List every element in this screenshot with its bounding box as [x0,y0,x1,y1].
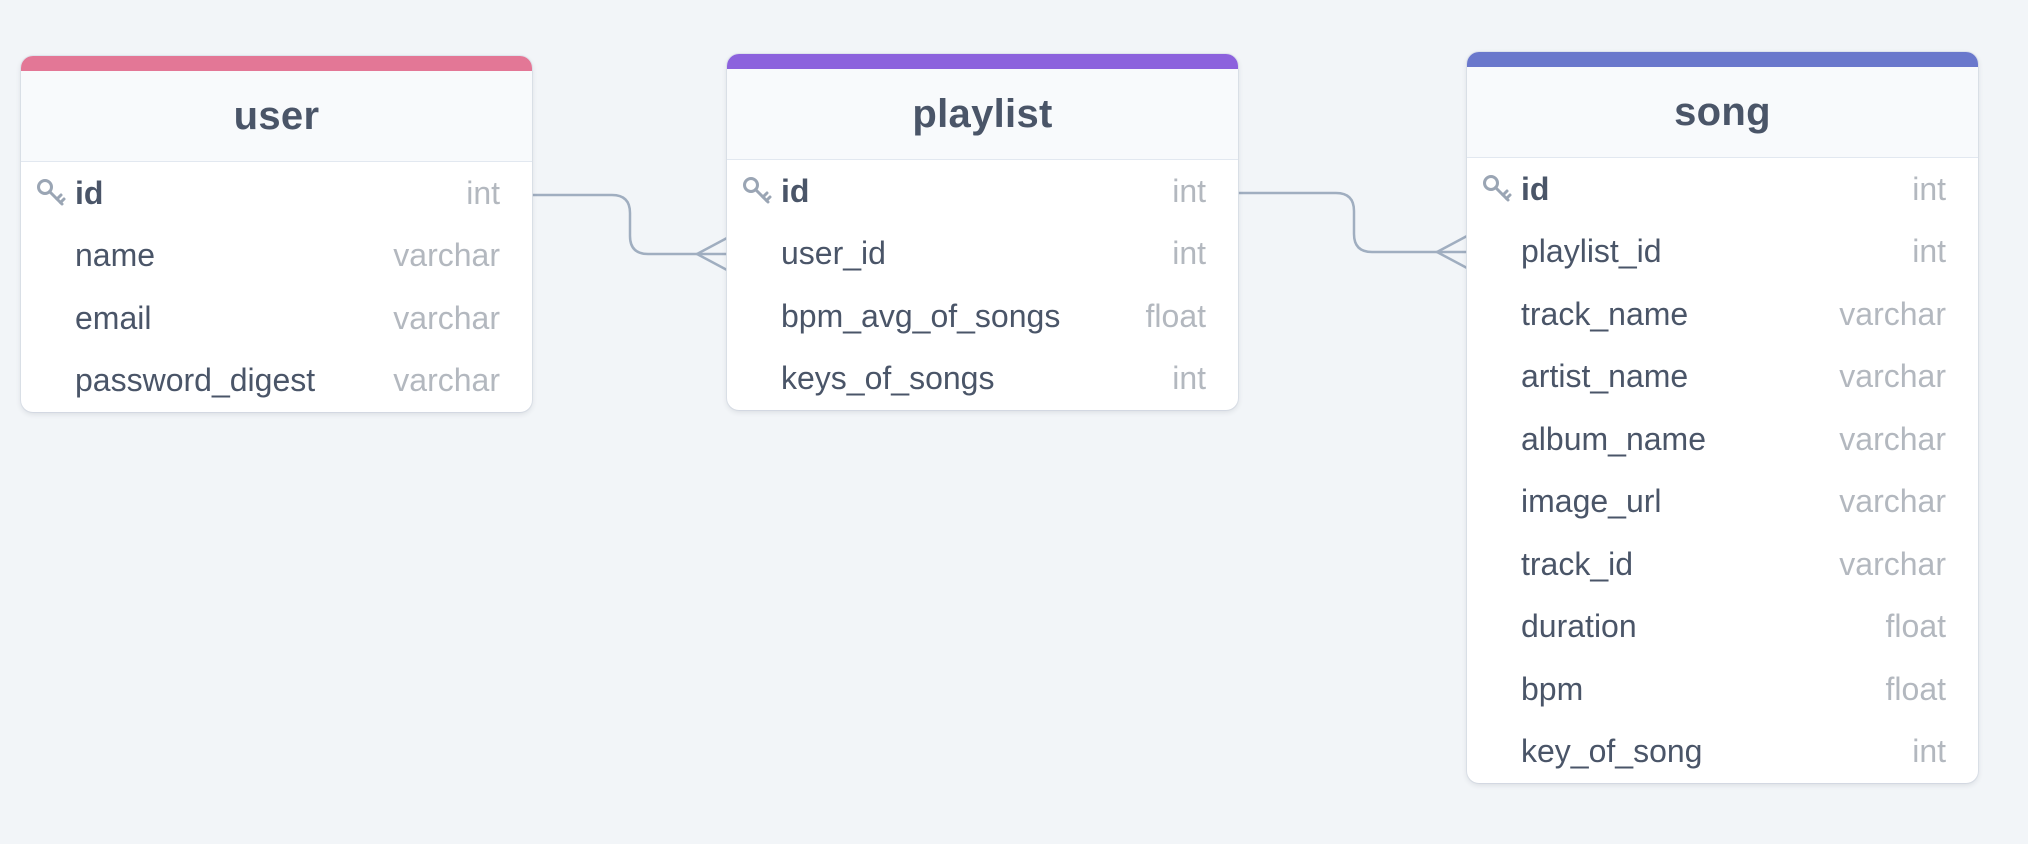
field-type: int [1912,233,1946,270]
field-name: artist_name [1521,358,1689,395]
field-type: int [1912,170,1946,207]
field-name: user_id [781,235,886,272]
key-icon [35,177,67,209]
key-icon [741,175,773,207]
crow-foot-icon[interactable] [1434,234,1468,270]
key-icon [1481,173,1513,205]
field-row-image-url[interactable]: image_url varchar [1467,471,1978,534]
table-title: playlist [912,91,1053,136]
field-type: varchar [1839,545,1946,582]
table-header[interactable]: song [1467,67,1978,158]
field-row-album-name[interactable]: album_name varchar [1467,408,1978,471]
field-name: duration [1521,608,1637,645]
field-type: varchar [1839,483,1946,520]
field-name: image_url [1521,483,1662,520]
field-name: track_id [1521,545,1634,582]
field-type: float [1885,670,1946,707]
field-type: varchar [393,237,500,274]
table-title: user [233,93,320,138]
field-row-id[interactable]: id int [1467,158,1978,221]
field-type: varchar [393,362,500,399]
field-row-key-of-song[interactable]: key_of_song int [1467,721,1978,784]
field-row-duration[interactable]: duration float [1467,596,1978,659]
field-type: int [1172,235,1206,272]
field-row-password-digest[interactable]: password_digest varchar [21,350,532,413]
field-name: name [75,237,156,274]
field-type: varchar [1839,358,1946,395]
relation-playlist-song[interactable] [1238,191,1467,254]
field-type: varchar [1839,420,1946,457]
field-name: playlist_id [1521,233,1662,270]
table-color-bar [727,54,1238,69]
field-row-name[interactable]: name varchar [21,225,532,288]
field-name: email [75,299,152,336]
field-row-keys-of-songs[interactable]: keys_of_songs int [727,348,1238,411]
field-row-playlist-id[interactable]: playlist_id int [1467,221,1978,284]
table-header[interactable]: playlist [727,69,1238,160]
table-header[interactable]: user [21,71,532,162]
field-name: password_digest [75,362,316,399]
field-row-id[interactable]: id int [21,162,532,225]
field-row-user-id[interactable]: user_id int [727,223,1238,286]
field-name: id [1521,170,1550,207]
field-row-bpm[interactable]: bpm float [1467,658,1978,721]
field-type: int [1912,733,1946,770]
field-row-track-name[interactable]: track_name varchar [1467,283,1978,346]
field-row-email[interactable]: email varchar [21,287,532,350]
field-type: float [1145,297,1206,334]
field-name: keys_of_songs [781,360,995,397]
relation-user-playlist[interactable] [532,193,727,256]
field-type: int [1172,360,1206,397]
field-name: track_name [1521,295,1689,332]
field-name: bpm [1521,670,1584,707]
field-type: float [1885,608,1946,645]
field-name: album_name [1521,420,1706,457]
field-name: id [75,174,104,211]
table-title: song [1674,89,1771,134]
field-row-artist-name[interactable]: artist_name varchar [1467,346,1978,409]
field-type: int [1172,172,1206,209]
field-row-track-id[interactable]: track_id varchar [1467,533,1978,596]
field-row-bpm-avg-of-songs[interactable]: bpm_avg_of_songs float [727,285,1238,348]
crow-foot-icon[interactable] [694,236,728,272]
field-row-id[interactable]: id int [727,160,1238,223]
field-name: key_of_song [1521,733,1703,770]
field-type: varchar [1839,295,1946,332]
table-color-bar [21,56,532,71]
field-name: id [781,172,810,209]
table-color-bar [1467,52,1978,67]
field-type: int [466,174,500,211]
field-type: varchar [393,299,500,336]
field-name: bpm_avg_of_songs [781,297,1061,334]
